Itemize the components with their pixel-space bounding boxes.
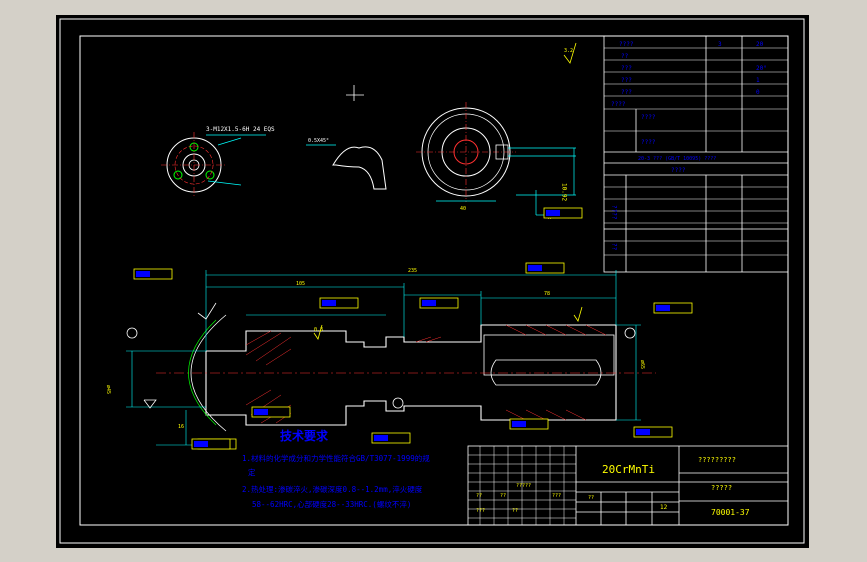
callout-tag-fill xyxy=(136,271,150,277)
callout-tag-box xyxy=(653,302,693,314)
company-placeholder: ????????? xyxy=(698,456,736,464)
table-cell-value: 20 xyxy=(756,41,764,48)
table-cell-label: ?? xyxy=(621,53,629,60)
callout-tags xyxy=(133,207,693,450)
table-cell-value: 0 xyxy=(756,89,760,96)
callout-tag-fill xyxy=(194,441,208,447)
roughness-symbol-top xyxy=(563,42,577,64)
table-cell-label: ???? xyxy=(641,114,656,121)
table-header-mid: 20-3 ??? (GB/T 10095) ???? xyxy=(638,156,716,162)
callout-tag-box xyxy=(509,418,549,430)
roughness-value: 0.8 xyxy=(314,327,323,333)
callout-tag-box xyxy=(133,268,173,280)
callout-tag-fill xyxy=(636,429,650,435)
thread-callout: 3-M12X1.5-6H 24 EQS xyxy=(206,126,275,133)
drawing-number: 70001-37 xyxy=(711,508,750,517)
callout-tag-box xyxy=(371,432,411,444)
gear-end-dim: 40 xyxy=(460,206,466,212)
sign-cell: ?? xyxy=(476,493,482,499)
sign-cell: ??? xyxy=(552,493,561,499)
dim-mid: 105 xyxy=(296,281,305,287)
table-cell-label: ???? xyxy=(611,101,626,108)
material-label: 20CrMnTi xyxy=(602,463,655,476)
callout-tag-fill xyxy=(422,300,436,306)
table-cell-label: ??? xyxy=(621,77,632,84)
callout-tag-fill xyxy=(528,265,542,271)
callout-tag-box xyxy=(419,297,459,309)
outer-frame xyxy=(59,18,805,544)
table-cell-value: 20° xyxy=(756,65,767,72)
notes-line-1b: 定 xyxy=(248,467,256,477)
table-label-accuracy: ???? xyxy=(671,167,686,174)
notes-line-3: 58--62HRC,心部硬度28--33HRC.(螺纹不淬) xyxy=(252,499,411,509)
dim-overall: 235 xyxy=(408,268,417,274)
dim-spline: 78 xyxy=(544,291,550,297)
table-side-label: ?? xyxy=(611,243,618,251)
table-row-lines xyxy=(604,47,788,256)
sheet-count: 12 xyxy=(660,504,668,511)
gear-end-view xyxy=(416,102,576,216)
callout-tag-fill xyxy=(374,435,388,441)
inner-frame xyxy=(79,35,789,526)
chamfer-detail xyxy=(306,85,387,190)
callout-tag-fill xyxy=(322,300,336,306)
table-cell-label: ???? xyxy=(619,41,634,48)
roughness-symbols xyxy=(143,302,583,409)
dim-dia-main: ø45 xyxy=(105,385,111,394)
table-cell-value: 3 xyxy=(718,41,722,48)
callout-tag-box xyxy=(633,426,673,438)
callout-tag-box xyxy=(251,406,291,418)
callout-tag-box xyxy=(191,438,231,450)
table-cell-label: ??? xyxy=(621,89,632,96)
gear-parameter-table xyxy=(603,35,789,273)
flange-view xyxy=(161,132,266,198)
drawing-sheet[interactable]: ???? ?? ??? ??? ??? ???? ???? ???? 3 20 … xyxy=(56,15,809,548)
title-block-grid xyxy=(468,446,576,525)
mark-cell: ??? xyxy=(476,508,485,514)
drawing-canvas[interactable]: ???? ?? ??? ??? ??? ???? ???? ???? 3 20 … xyxy=(56,15,809,548)
chamfer-label: 0.5X45° xyxy=(308,138,329,144)
notes-line-1: 1.材料的化学成分和力学性能符合GB/T3077-1999的规 xyxy=(242,453,430,463)
callout-tag-fill xyxy=(254,409,268,415)
callout-tag-fill xyxy=(656,305,670,311)
sign-cell: ????? xyxy=(516,483,531,489)
part-name-placeholder: ????? xyxy=(711,484,732,492)
scale-label: ?? xyxy=(588,495,594,501)
mark-cell: ?? xyxy=(512,508,518,514)
table-cell-label: ??? xyxy=(621,65,632,72)
roughness-value: 3.2 xyxy=(564,48,573,54)
table-cell-label: ???? xyxy=(641,139,656,146)
keyway-dim: 10.92 xyxy=(561,183,568,201)
dim-dia-right: ø65 xyxy=(639,360,645,369)
callout-tag-box xyxy=(319,297,359,309)
callout-tag-fill xyxy=(512,421,526,427)
callout-tag-fill xyxy=(546,210,560,216)
notes-heading: 技术要求 xyxy=(280,428,329,443)
notes-line-2: 2.热处理:渗碳淬火,渗碳深度0.8--1.2mm,淬火硬度 xyxy=(242,484,423,494)
sign-cell: ?? xyxy=(500,493,506,499)
shaft-section-view xyxy=(126,270,656,446)
table-cell-value: 1 xyxy=(756,77,760,84)
table-side-label: ???? xyxy=(611,205,618,220)
callout-tag-box xyxy=(525,262,565,274)
dim-left: 16 xyxy=(178,424,184,430)
callout-tag-box xyxy=(543,207,583,219)
title-block xyxy=(467,445,789,526)
